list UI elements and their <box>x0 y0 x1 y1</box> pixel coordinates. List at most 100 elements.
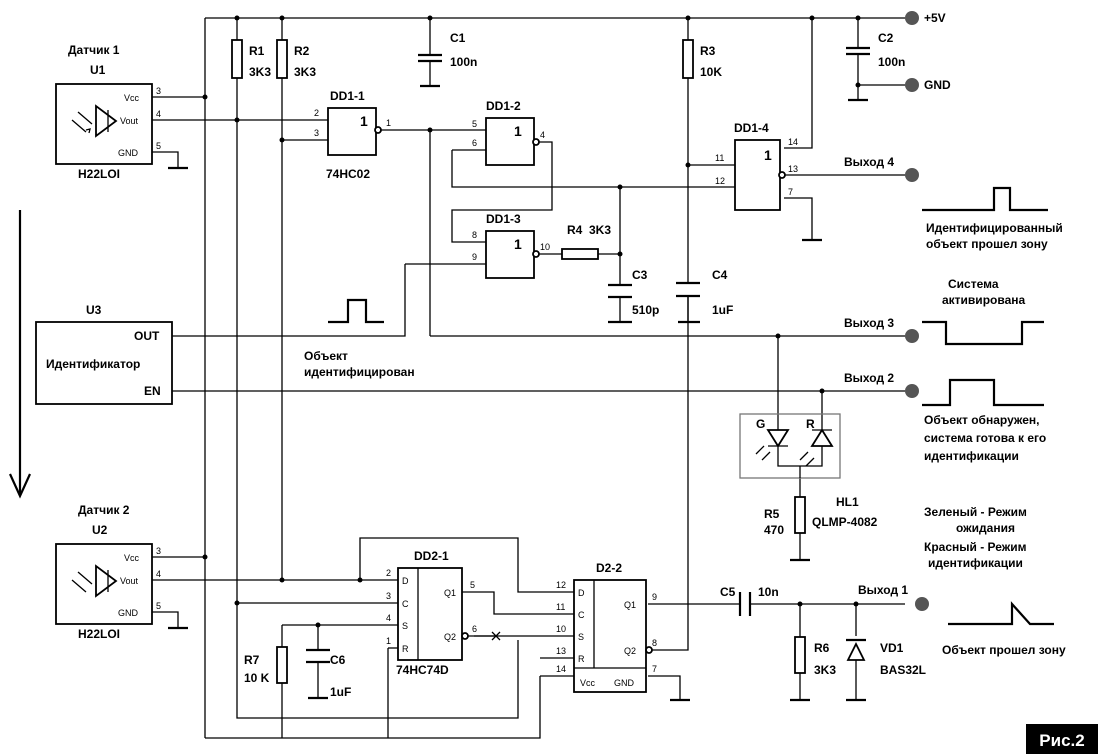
sensor1-title: Датчик 1 <box>68 43 120 57</box>
pin-numbers-dd14-in-b-text: 12 <box>715 176 725 186</box>
pin-numbers-d22-q1-text: 9 <box>652 592 657 602</box>
sensor-u1: Датчик 1 U1 Vcc Vout GND 3 4 5 H22LOI <box>55 43 161 181</box>
notes-ident-line1-text: Объект <box>304 349 348 363</box>
resistors-r4-value-text: 3K3 <box>589 223 611 237</box>
gate-dd1-3: DD1-3 1 8 9 10 <box>472 212 550 279</box>
identifier-out-text: OUT <box>134 329 160 343</box>
flipflop-dd2-1: DD2-1 D C S R Q1 Q2 2 3 4 1 5 6 74HC74D <box>386 549 501 677</box>
resistors-r1-ref-text: R1 <box>249 44 265 58</box>
pin-numbers-dd11-in-b-text: 3 <box>314 128 319 138</box>
pin-numbers-dd11-in-a-text: 2 <box>314 108 319 118</box>
resistor-r1: R1 3K3 <box>231 39 271 79</box>
flipflops-dd2-1-pins-s-text: S <box>402 621 408 631</box>
resistor-r3: R3 10K <box>682 39 722 79</box>
notes-mode-red2-text: идентификации <box>928 556 1023 570</box>
sensor2-pins-vout-text: Vout <box>120 576 139 586</box>
notes-out3-line1-text: Система <box>948 277 999 291</box>
resistor-r6: R6 3K3 <box>794 636 836 677</box>
resistors-r4-ref-text: R4 <box>567 223 583 237</box>
notes-out2-line2-text: система готова к его <box>924 431 1046 445</box>
figure-label-text: Рис.2 <box>1039 731 1084 750</box>
capacitors-c3-ref-text: C3 <box>632 268 648 282</box>
capacitors-c4-ref-text: C4 <box>712 268 728 282</box>
resistors-r6-ref-text: R6 <box>814 641 830 655</box>
resistors-r3-value-text: 10K <box>700 65 722 79</box>
flipflop-d2-2: D2-2 D C S R Q1 Q2 Vcc GND 12 11 10 13 1… <box>556 561 657 693</box>
diode-part-text: BAS32L <box>880 663 926 677</box>
resistors-r2-value-text: 3K3 <box>294 65 316 79</box>
pin-numbers-d22-c-text: 11 <box>556 602 565 612</box>
led-g-text: G <box>756 417 765 431</box>
sensor2-pins-vcc-text: Vcc <box>124 553 140 563</box>
capacitor-c1: C1 100n <box>418 31 477 86</box>
pin-numbers-u1-vout-text: 4 <box>156 109 161 119</box>
vcc-label: +5V <box>924 11 946 25</box>
pin-numbers-dd12-in-a-text: 5 <box>472 119 477 129</box>
pin-numbers-dd21-c-text: 3 <box>386 591 391 601</box>
flipflops-d2-2-pins-q1-text: Q1 <box>624 600 636 610</box>
led-hl1: G R HL1 QLMP-4082 <box>739 413 878 529</box>
gates-dd1-2-ref-text: DD1-2 <box>486 99 521 113</box>
pin-numbers-dd21-q1-text: 5 <box>470 580 475 590</box>
resistor-r5: R5 470 <box>764 496 806 537</box>
pin-numbers-dd21-r-text: 1 <box>386 636 391 646</box>
notes-mode-red1-text: Красный - Режим <box>924 540 1027 554</box>
output-2-label: Выход 2 <box>844 371 894 385</box>
resistors-r5-ref-text: R5 <box>764 507 780 521</box>
notes-out3-line2-text: активирована <box>942 293 1025 307</box>
identifier-u3: U3 OUT Идентификатор EN <box>35 303 173 405</box>
output-4-label: Выход 4 <box>844 155 894 169</box>
sensor2-pins-gnd-text: GND <box>118 608 139 618</box>
flipflops-d2-2-pins-s-text: S <box>578 632 584 642</box>
pin-numbers-dd12-out-text: 4 <box>540 130 545 140</box>
flipflops-d2-2-pins-d-text: D <box>578 588 585 598</box>
pin-numbers-d22-q2-text: 8 <box>652 638 657 648</box>
dd1-part: 74HC02 <box>326 167 370 181</box>
flipflops-d2-2-pins-r-text: R <box>578 654 585 664</box>
pin-numbers-u1-gnd-text: 5 <box>156 141 161 151</box>
notes-mode-green1-text: Зеленый - Режим <box>924 505 1027 519</box>
flipflops-dd2-1-ref-text: DD2-1 <box>414 549 449 563</box>
flipflops-dd2-1-pins-q2-text: Q2 <box>444 632 456 642</box>
pin-numbers-dd14-vcc-text: 14 <box>788 137 798 147</box>
pin-numbers-d22-gnd-text: 7 <box>652 664 657 674</box>
notes-out1-line1-text: Объект прошел зону <box>942 643 1066 657</box>
resistors-r2-ref-text: R2 <box>294 44 310 58</box>
pin-numbers-d22-r-text: 13 <box>556 646 566 656</box>
pin-numbers-dd13-in-a-text: 8 <box>472 230 477 240</box>
capacitors-c5-value-text: 10n <box>758 585 779 599</box>
flipflops-d2-2-pins-q2-text: Q2 <box>624 646 636 656</box>
pin-numbers-dd11-out-text: 1 <box>386 118 391 128</box>
gates-dd1-1-ref-text: DD1-1 <box>330 89 365 103</box>
pin-numbers-dd21-s-text: 4 <box>386 613 391 623</box>
pin-numbers-dd12-in-b-text: 6 <box>472 138 477 148</box>
pin-numbers-u1-vcc-text: 3 <box>156 86 161 96</box>
annotations: Идентифицированный объект прошел зону Си… <box>304 221 1066 657</box>
resistors-r5-value-text: 470 <box>764 523 784 537</box>
diode-vd1: VD1 BAS32L <box>846 638 926 677</box>
resistor-r2: R2 3K3 <box>276 39 316 79</box>
capacitors-c1-value-text: 100n <box>450 55 477 69</box>
notes-out4-line1-text: Идентифицированный <box>926 221 1063 235</box>
notes-out4-line2-text: объект прошел зону <box>926 237 1048 251</box>
resistors-r1-value-text: 3K3 <box>249 65 271 79</box>
junction-dots <box>202 15 861 628</box>
resistors-r6-value-text: 3K3 <box>814 663 836 677</box>
resistors-r7-ref-text: R7 <box>244 653 260 667</box>
notes-out2-line3-text: идентификации <box>924 449 1019 463</box>
output-3-label: Выход 3 <box>844 316 894 330</box>
power-terminals: +5V GND <box>905 11 951 92</box>
output-1-label: Выход 1 <box>858 583 908 597</box>
hl1-ref: HL1 <box>836 495 859 509</box>
flipflops-d2-2-pins-gnd-text: GND <box>614 678 635 688</box>
identifier-en-text: EN <box>144 384 161 398</box>
capacitors-c6-ref-text: C6 <box>330 653 346 667</box>
pin-numbers-dd14-out-text: 13 <box>788 164 798 174</box>
pin-numbers-dd13-in-b-text: 9 <box>472 252 477 262</box>
output-terminals: Выход 4 Выход 3 Выход 2 Выход 1 <box>844 155 929 611</box>
gates-dd1-1-symbol-text: 1 <box>360 113 368 129</box>
pin-numbers-dd21-q2-text: 6 <box>472 624 477 634</box>
flipflops-d2-2-ref-text: D2-2 <box>596 561 622 575</box>
gates-dd1-4-symbol-text: 1 <box>764 147 772 163</box>
notes-mode-green2-text: ожидания <box>956 521 1015 535</box>
